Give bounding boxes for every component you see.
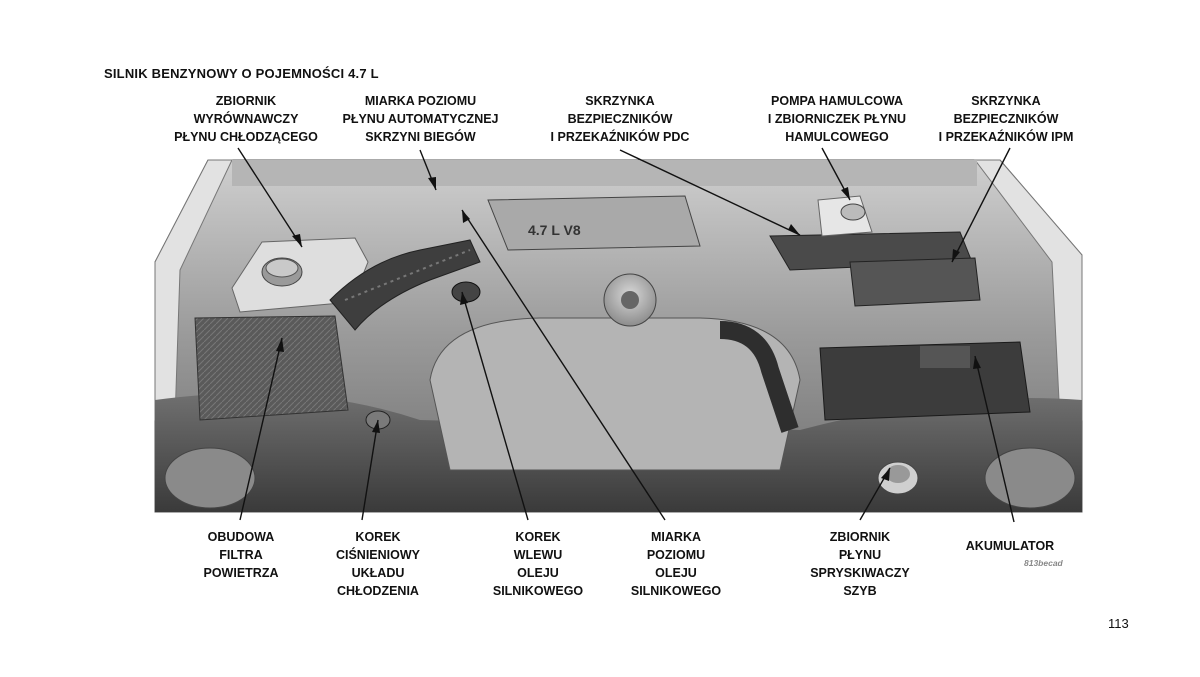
ipm-box-shape	[850, 258, 980, 306]
oil-fill-cap-shape	[452, 282, 480, 302]
page-number: 113	[1108, 616, 1129, 631]
engine-badge: 4.7 L V8	[528, 222, 581, 238]
engine-cover: 4.7 L V8	[488, 196, 700, 250]
air-filter-housing-shape	[195, 316, 348, 420]
label-brake-pump: POMPA HAMULCOWA I ZBIORNICZEK PŁYNU HAMU…	[752, 92, 922, 146]
label-battery: AKUMULATOR	[952, 537, 1068, 555]
label-air-filter: OBUDOWA FILTRA POWIETRZA	[186, 528, 296, 582]
label-trans-dipstick: MIARKA POZIOMU PŁYNU AUTOMATYCZNEJ SKRZY…	[333, 92, 508, 146]
image-code: 813becad	[1024, 558, 1063, 568]
label-oil-fill-cap: KOREK WLEWU OLEJU SILNIKOWEGO	[478, 528, 598, 600]
label-ipm-box: SKRZYNKA BEZPIECZNIKÓW I PRZEKAŹNIKÓW IP…	[926, 92, 1086, 146]
battery-shape	[820, 342, 1030, 420]
label-washer-reservoir: ZBIORNIK PŁYNU SPRYSKIWACZY SZYB	[795, 528, 925, 600]
left-headlight	[165, 448, 255, 508]
label-coolant-reservoir: ZBIORNIK WYRÓWNAWCZY PŁYNU CHŁODZĄCEGO	[162, 92, 330, 146]
label-pressure-cap: KOREK CIŚNIENIOWY UKŁADU CHŁODZENIA	[318, 528, 438, 600]
label-oil-dipstick: MIARKA POZIOMU OLEJU SILNIKOWEGO	[616, 528, 736, 600]
label-pdc-box: SKRZYNKA BEZPIECZNIKÓW I PRZEKAŹNIKÓW PD…	[540, 92, 700, 146]
